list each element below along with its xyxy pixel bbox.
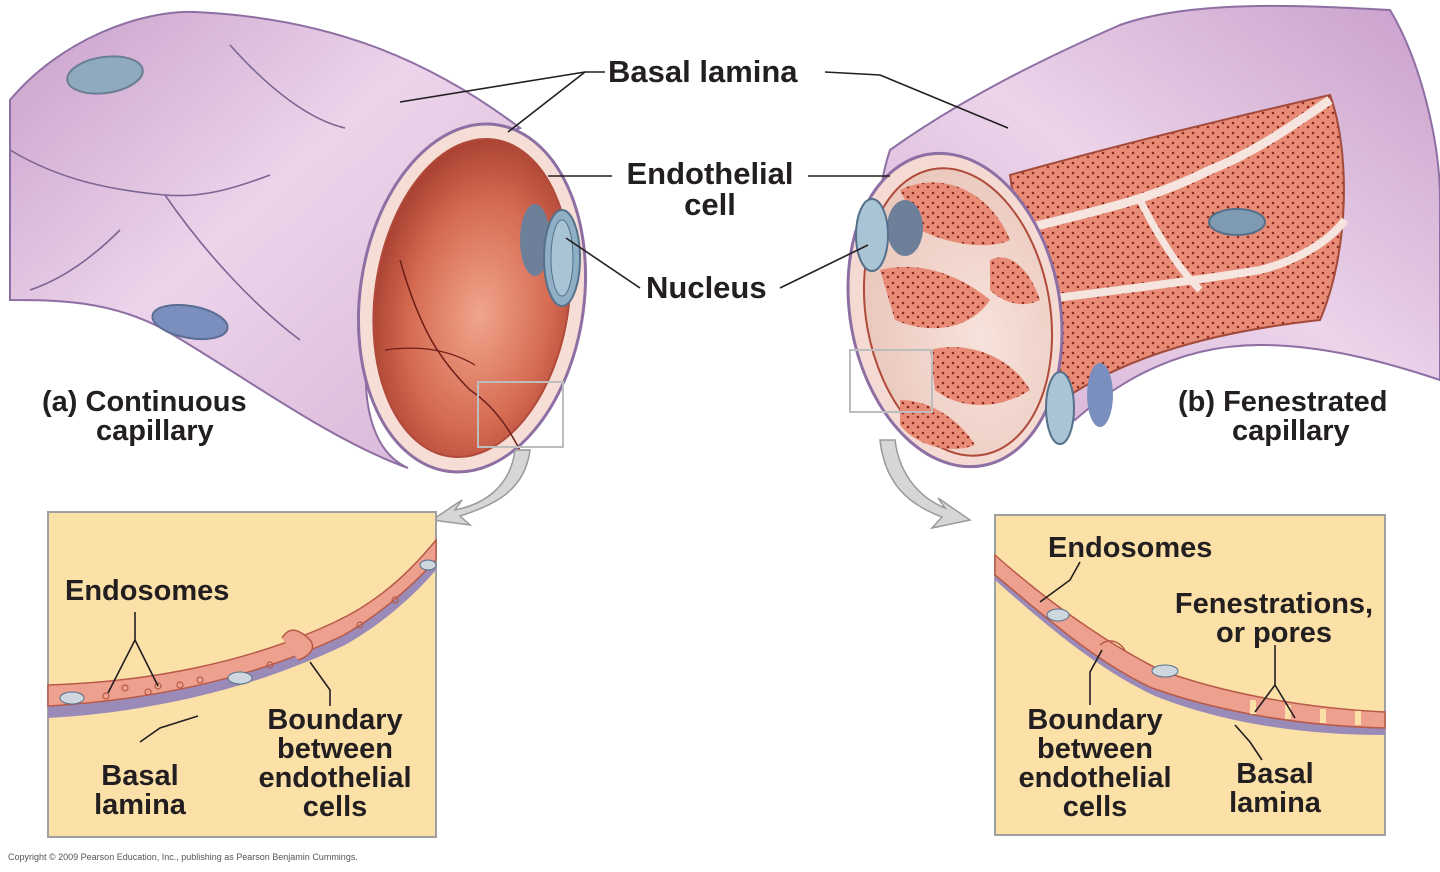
inset-left-label-endosomes: Endosomes [65, 575, 230, 607]
inset-left-label-basal-lamina: Basal lamina [80, 762, 200, 820]
inset-right-label-boundary: Boundary between endothelial cells [1000, 706, 1190, 822]
label-fenestrated-line2: capillary [1232, 415, 1350, 447]
label-fenestrated-capillary: (b) Fenestrated capillary [1178, 388, 1387, 446]
label-endothelial-line2: cell [684, 187, 736, 222]
inset-right-label-basal-lamina: Basal lamina [1215, 760, 1335, 818]
copyright-notice: Copyright © 2009 Pearson Education, Inc.… [8, 852, 358, 862]
label-fenestrated-line1: (b) Fenestrated [1178, 386, 1388, 418]
label-endothelial-cell: Endothelial cell [612, 158, 808, 220]
inset-left-boundary-line3: endothelial [258, 762, 412, 794]
inset-left-basal-line1: Basal [101, 760, 179, 792]
inset-left-boundary-line2: between [276, 733, 394, 765]
inset-right-basal-line2: lamina [1229, 787, 1321, 819]
inset-left-boundary-line1: Boundary [267, 704, 403, 736]
continuous-lumen [372, 137, 572, 459]
fenestrated-capillary [846, 4, 1440, 530]
label-continuous-line2: capillary [96, 415, 214, 447]
label-nucleus: Nucleus [646, 270, 767, 305]
label-basal-lamina: Basal lamina [608, 54, 798, 89]
inset-right-fenestrations-line1: Fenestrations, [1174, 588, 1374, 620]
inset-right-boundary-line1: Boundary [1027, 704, 1163, 736]
inset-right-fenestrations-line2: or pores [1215, 617, 1333, 649]
label-endothelial-line1: Endothelial [626, 156, 794, 191]
inset-right-boundary-line4: cells [1062, 791, 1128, 823]
leader-lines [399, 71, 1009, 289]
inset-right-label-endosomes: Endosomes [1048, 532, 1213, 564]
fenestrated-inset [994, 514, 1386, 836]
inset-right-boundary-line3: endothelial [1018, 762, 1172, 794]
inset-right-basal-line1: Basal [1236, 758, 1314, 790]
inset-right-label-fenestrations: Fenestrations, or pores [1160, 590, 1388, 648]
inset-left-label-boundary: Boundary between endothelial cells [240, 706, 430, 822]
label-continuous-capillary: (a) Continuous capillary [42, 388, 247, 446]
continuous-nucleus-outer [66, 55, 144, 95]
inset-left-basal-line2: lamina [94, 789, 186, 821]
continuous-capillary [9, 10, 588, 527]
continuous-inset [47, 511, 437, 838]
inset-right-boundary-line2: between [1036, 733, 1154, 765]
inset-left-boundary-line4: cells [302, 791, 368, 823]
label-continuous-line1: (a) Continuous [42, 386, 247, 418]
